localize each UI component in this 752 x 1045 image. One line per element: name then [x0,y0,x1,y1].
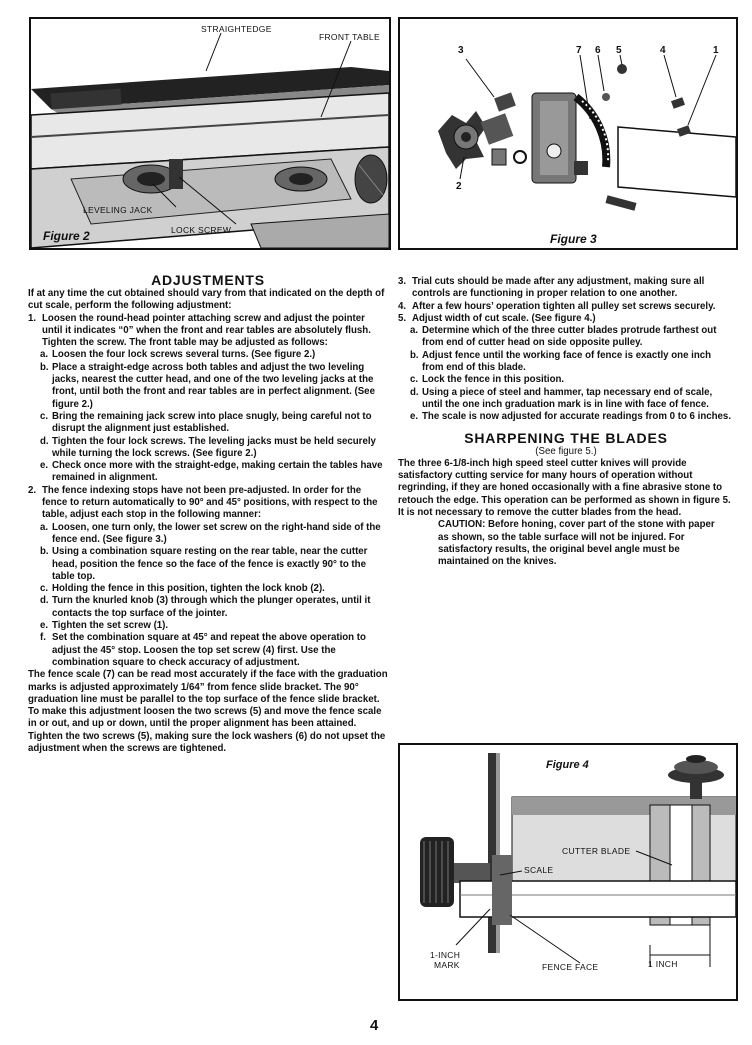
step-2c: c.Holding the fence in this position, ti… [40,583,325,595]
label-one-inch-mark-line1: 1-INCH [430,950,461,960]
figure-4: Figure 4 CUTTER BLADE SCALE 1-INCH MARK … [398,743,738,1001]
sharpening-heading: SHARPENING THE BLADES [464,429,668,446]
label-front-table: FRONT TABLE [319,32,380,42]
step-2e: e.Tighten the set screw (1). [40,620,169,632]
step-1b: b.Place a straight-edge across both tabl… [40,361,375,410]
adjustments-heading: ADJUSTMENTS [151,272,265,288]
step-3: 3.Trial cuts should be made after any ad… [398,276,705,300]
step-5a: a.Determine which of the three cutter bl… [410,325,717,349]
step-1c: c.Bring the remaining jack screw into pl… [40,410,372,435]
step-5e: e.The scale is now adjusted for accurate… [410,411,732,423]
label-fence-face: FENCE FACE [542,962,599,972]
step-1a: a.Loosen the four lock screws several tu… [40,349,316,361]
step-5b: b.Adjust fence until the working face of… [410,349,712,374]
fence-scale-paragraph: The fence scale (7) can be read most acc… [28,669,388,754]
step-5: 5.Adjust width of cut scale. (See figure… [398,312,596,324]
callout-7: 7 [576,45,582,56]
figure-4-illustration [420,753,736,967]
callout-4: 4 [660,45,666,56]
step-4: 4.After a few hours’ operation tighten a… [398,300,716,312]
figure-3: 3 7 6 5 4 1 2 Figure 3 [398,17,738,250]
sharpening-paragraph: The three 6-1/8-inch high speed steel cu… [398,457,731,519]
figure-2-illustration [31,32,389,248]
adjustments-intro: If at any time the cut obtained should v… [28,288,385,312]
left-column: ADJUSTMENTS If at any time the cut obtai… [28,272,388,755]
step-2d: d.Turn the knurled knob (3) through whic… [40,595,371,619]
callout-2: 2 [456,181,462,192]
figure-3-illustration [438,54,736,211]
figure-2-caption: Figure 2 [43,229,90,243]
callout-6: 6 [595,45,601,56]
label-one-inch: 1 INCH [648,959,678,969]
label-straightedge: STRAIGHTEDGE [201,24,272,34]
step-1e: e.Check once more with the straight-edge… [40,460,383,484]
figure-4-caption: Figure 4 [546,759,589,771]
sharpening-subtitle: (See figure 5.) [535,445,597,457]
label-cutter-blade: CUTTER BLADE [562,846,631,856]
label-scale: SCALE [524,865,554,875]
caution-note: CAUTION: Before honing, cover part of th… [438,519,715,568]
step-2a: a.Loosen, one turn only, the lower set s… [40,521,381,545]
page-number: 4 [370,1017,379,1034]
label-leveling-jack: LEVELING JACK [83,205,153,215]
label-one-inch-mark-line2: MARK [434,960,460,970]
step-1d: d.Tighten the four lock screws. The leve… [40,435,376,459]
right-column: 3.Trial cuts should be made after any ad… [398,276,734,569]
step-5c: c.Lock the fence in this position. [410,374,565,386]
step-1: 1. Loosen the round-head pointer attachi… [28,312,371,349]
step-5d: d.Using a piece of steel and hammer, tap… [410,386,713,410]
callout-5: 5 [616,45,622,56]
step-2b: b.Using a combination square resting on … [40,546,368,582]
callout-1: 1 [713,45,719,56]
figure-2: STRAIGHTEDGE FRONT TABLE LEVELING JACK L… [29,17,391,250]
label-lock-screw: LOCK SCREW [171,225,232,235]
step-2: 2. The fence indexing stops have not bee… [28,484,378,521]
callout-3: 3 [458,45,464,56]
step-2f: f.Set the combination square at 45° and … [40,632,366,668]
figure-3-caption: Figure 3 [550,232,597,246]
